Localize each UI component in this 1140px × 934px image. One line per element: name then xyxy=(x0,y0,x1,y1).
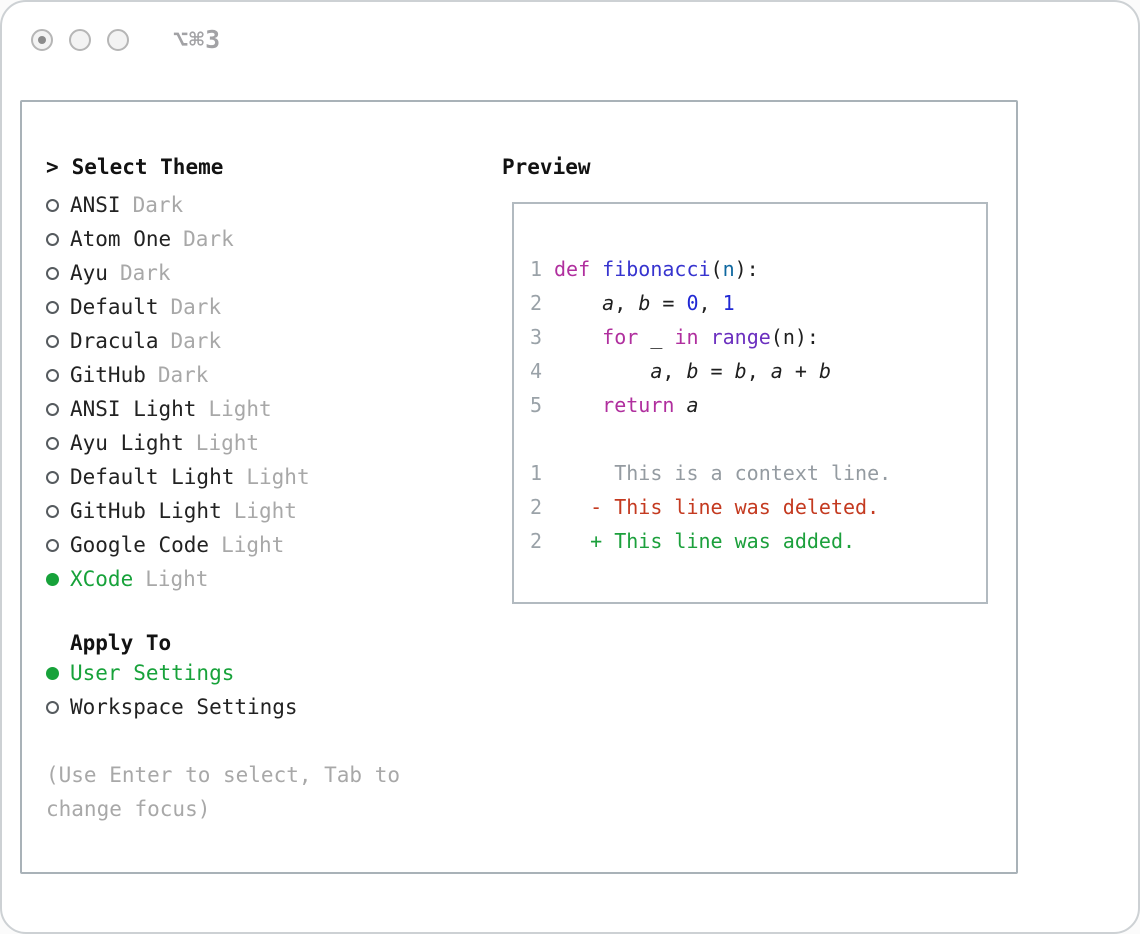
apply-to-title: Apply To xyxy=(70,631,172,655)
line-number: 1 xyxy=(530,257,543,281)
radio-icon xyxy=(46,538,59,552)
theme-name: GitHub Light xyxy=(70,499,222,523)
theme-name: XCode xyxy=(70,567,134,591)
theme-name: ANSI xyxy=(70,193,121,217)
code-line-3: 3 for _ in range(n): xyxy=(530,320,972,354)
radio-icon xyxy=(46,266,59,280)
active-indicator-icon xyxy=(38,36,46,44)
hint-text: (Use Enter to select, Tab to change focu… xyxy=(46,763,401,821)
apply-option-label: Workspace Settings xyxy=(70,695,298,719)
radio-icon xyxy=(46,334,59,348)
theme-variant: Light xyxy=(221,533,285,557)
window-control-active[interactable] xyxy=(31,29,53,51)
theme-name: Atom One xyxy=(70,227,172,251)
line-number xyxy=(530,422,542,456)
line-number: 1 xyxy=(530,461,543,485)
theme-name: ANSI Light xyxy=(70,397,197,421)
theme-option-dracula-dark[interactable]: Dracula Dark xyxy=(46,324,466,358)
select-theme-title: > Select Theme xyxy=(46,154,466,180)
radio-selected-icon xyxy=(46,666,59,680)
theme-variant: Dark xyxy=(157,363,209,387)
preview-title: Preview xyxy=(502,155,591,179)
theme-option-github-dark[interactable]: GitHub Dark xyxy=(46,358,466,392)
theme-name: Ayu Light xyxy=(70,431,184,455)
theme-option-google-code-light[interactable]: Google Code Light xyxy=(46,528,466,562)
theme-variant: Dark xyxy=(183,227,234,251)
cursor-prefix: > xyxy=(46,155,59,179)
theme-variant: Dark xyxy=(119,261,171,285)
line-number: 5 xyxy=(530,393,543,417)
apply-option-user-settings[interactable]: User Settings xyxy=(46,656,466,690)
apply-option-label: User Settings xyxy=(70,661,235,685)
apply-option-workspace-settings[interactable]: Workspace Settings xyxy=(46,690,466,724)
window-control-3[interactable] xyxy=(107,29,129,51)
theme-variant: Light xyxy=(233,499,297,523)
theme-option-xcode-light[interactable]: XCode Light xyxy=(46,562,466,596)
keyboard-shortcut-label: ⌥⌘3 xyxy=(173,25,222,54)
radio-icon xyxy=(46,700,59,714)
titlebar: ⌥⌘3 xyxy=(31,25,222,54)
radio-icon xyxy=(46,300,59,314)
theme-option-ansi-light-light[interactable]: ANSI Light Light xyxy=(46,392,466,426)
code-line-9: 2 + This line was added. xyxy=(530,524,972,558)
radio-icon xyxy=(46,402,59,416)
theme-variant: Light xyxy=(246,465,310,489)
theme-option-default-light-light[interactable]: Default Light Light xyxy=(46,460,466,494)
theme-variant: Dark xyxy=(170,329,222,353)
theme-name: Default Light xyxy=(70,465,235,489)
radio-icon xyxy=(46,470,59,484)
theme-option-atom-one-dark[interactable]: Atom One Dark xyxy=(46,222,466,256)
code-line-7: 1 This is a context line. xyxy=(530,456,972,490)
theme-variant: Light xyxy=(208,397,272,421)
theme-name: Ayu xyxy=(70,261,108,285)
radio-icon xyxy=(46,436,59,450)
theme-variant: Light xyxy=(145,567,209,591)
theme-variant: Dark xyxy=(132,193,184,217)
theme-option-ansi-dark[interactable]: ANSI Dark xyxy=(46,188,466,222)
theme-option-ayu-light-light[interactable]: Ayu Light Light xyxy=(46,426,466,460)
code-line-8: 2 - This line was deleted. xyxy=(530,490,972,524)
radio-icon xyxy=(46,198,59,212)
code-line-2: 2 a, b = 0, 1 xyxy=(530,286,972,320)
radio-icon xyxy=(46,368,59,382)
radio-icon xyxy=(46,504,59,518)
line-number: 2 xyxy=(530,495,543,519)
theme-option-github-light-light[interactable]: GitHub Light Light xyxy=(46,494,466,528)
select-theme-title-text: Select Theme xyxy=(71,155,224,179)
radio-icon xyxy=(46,232,59,246)
theme-name: Default xyxy=(70,295,159,319)
theme-name: Google Code xyxy=(70,533,210,557)
theme-name: Dracula xyxy=(70,329,159,353)
code-line-4: 4 a, b = b, a + b xyxy=(530,354,972,388)
window-control-2[interactable] xyxy=(69,29,91,51)
line-number: 2 xyxy=(530,529,543,553)
code-line-6 xyxy=(530,422,972,456)
theme-variant: Light xyxy=(195,431,260,455)
theme-option-ayu-dark[interactable]: Ayu Dark xyxy=(46,256,466,290)
radio-selected-icon xyxy=(46,572,59,586)
theme-name: GitHub xyxy=(70,363,146,387)
line-number: 3 xyxy=(530,325,543,349)
theme-variant: Dark xyxy=(170,295,222,319)
theme-option-default-dark[interactable]: Default Dark xyxy=(46,290,466,324)
code-line-5: 5 return a xyxy=(530,388,972,422)
line-number: 2 xyxy=(530,291,543,315)
line-number: 4 xyxy=(530,359,543,383)
